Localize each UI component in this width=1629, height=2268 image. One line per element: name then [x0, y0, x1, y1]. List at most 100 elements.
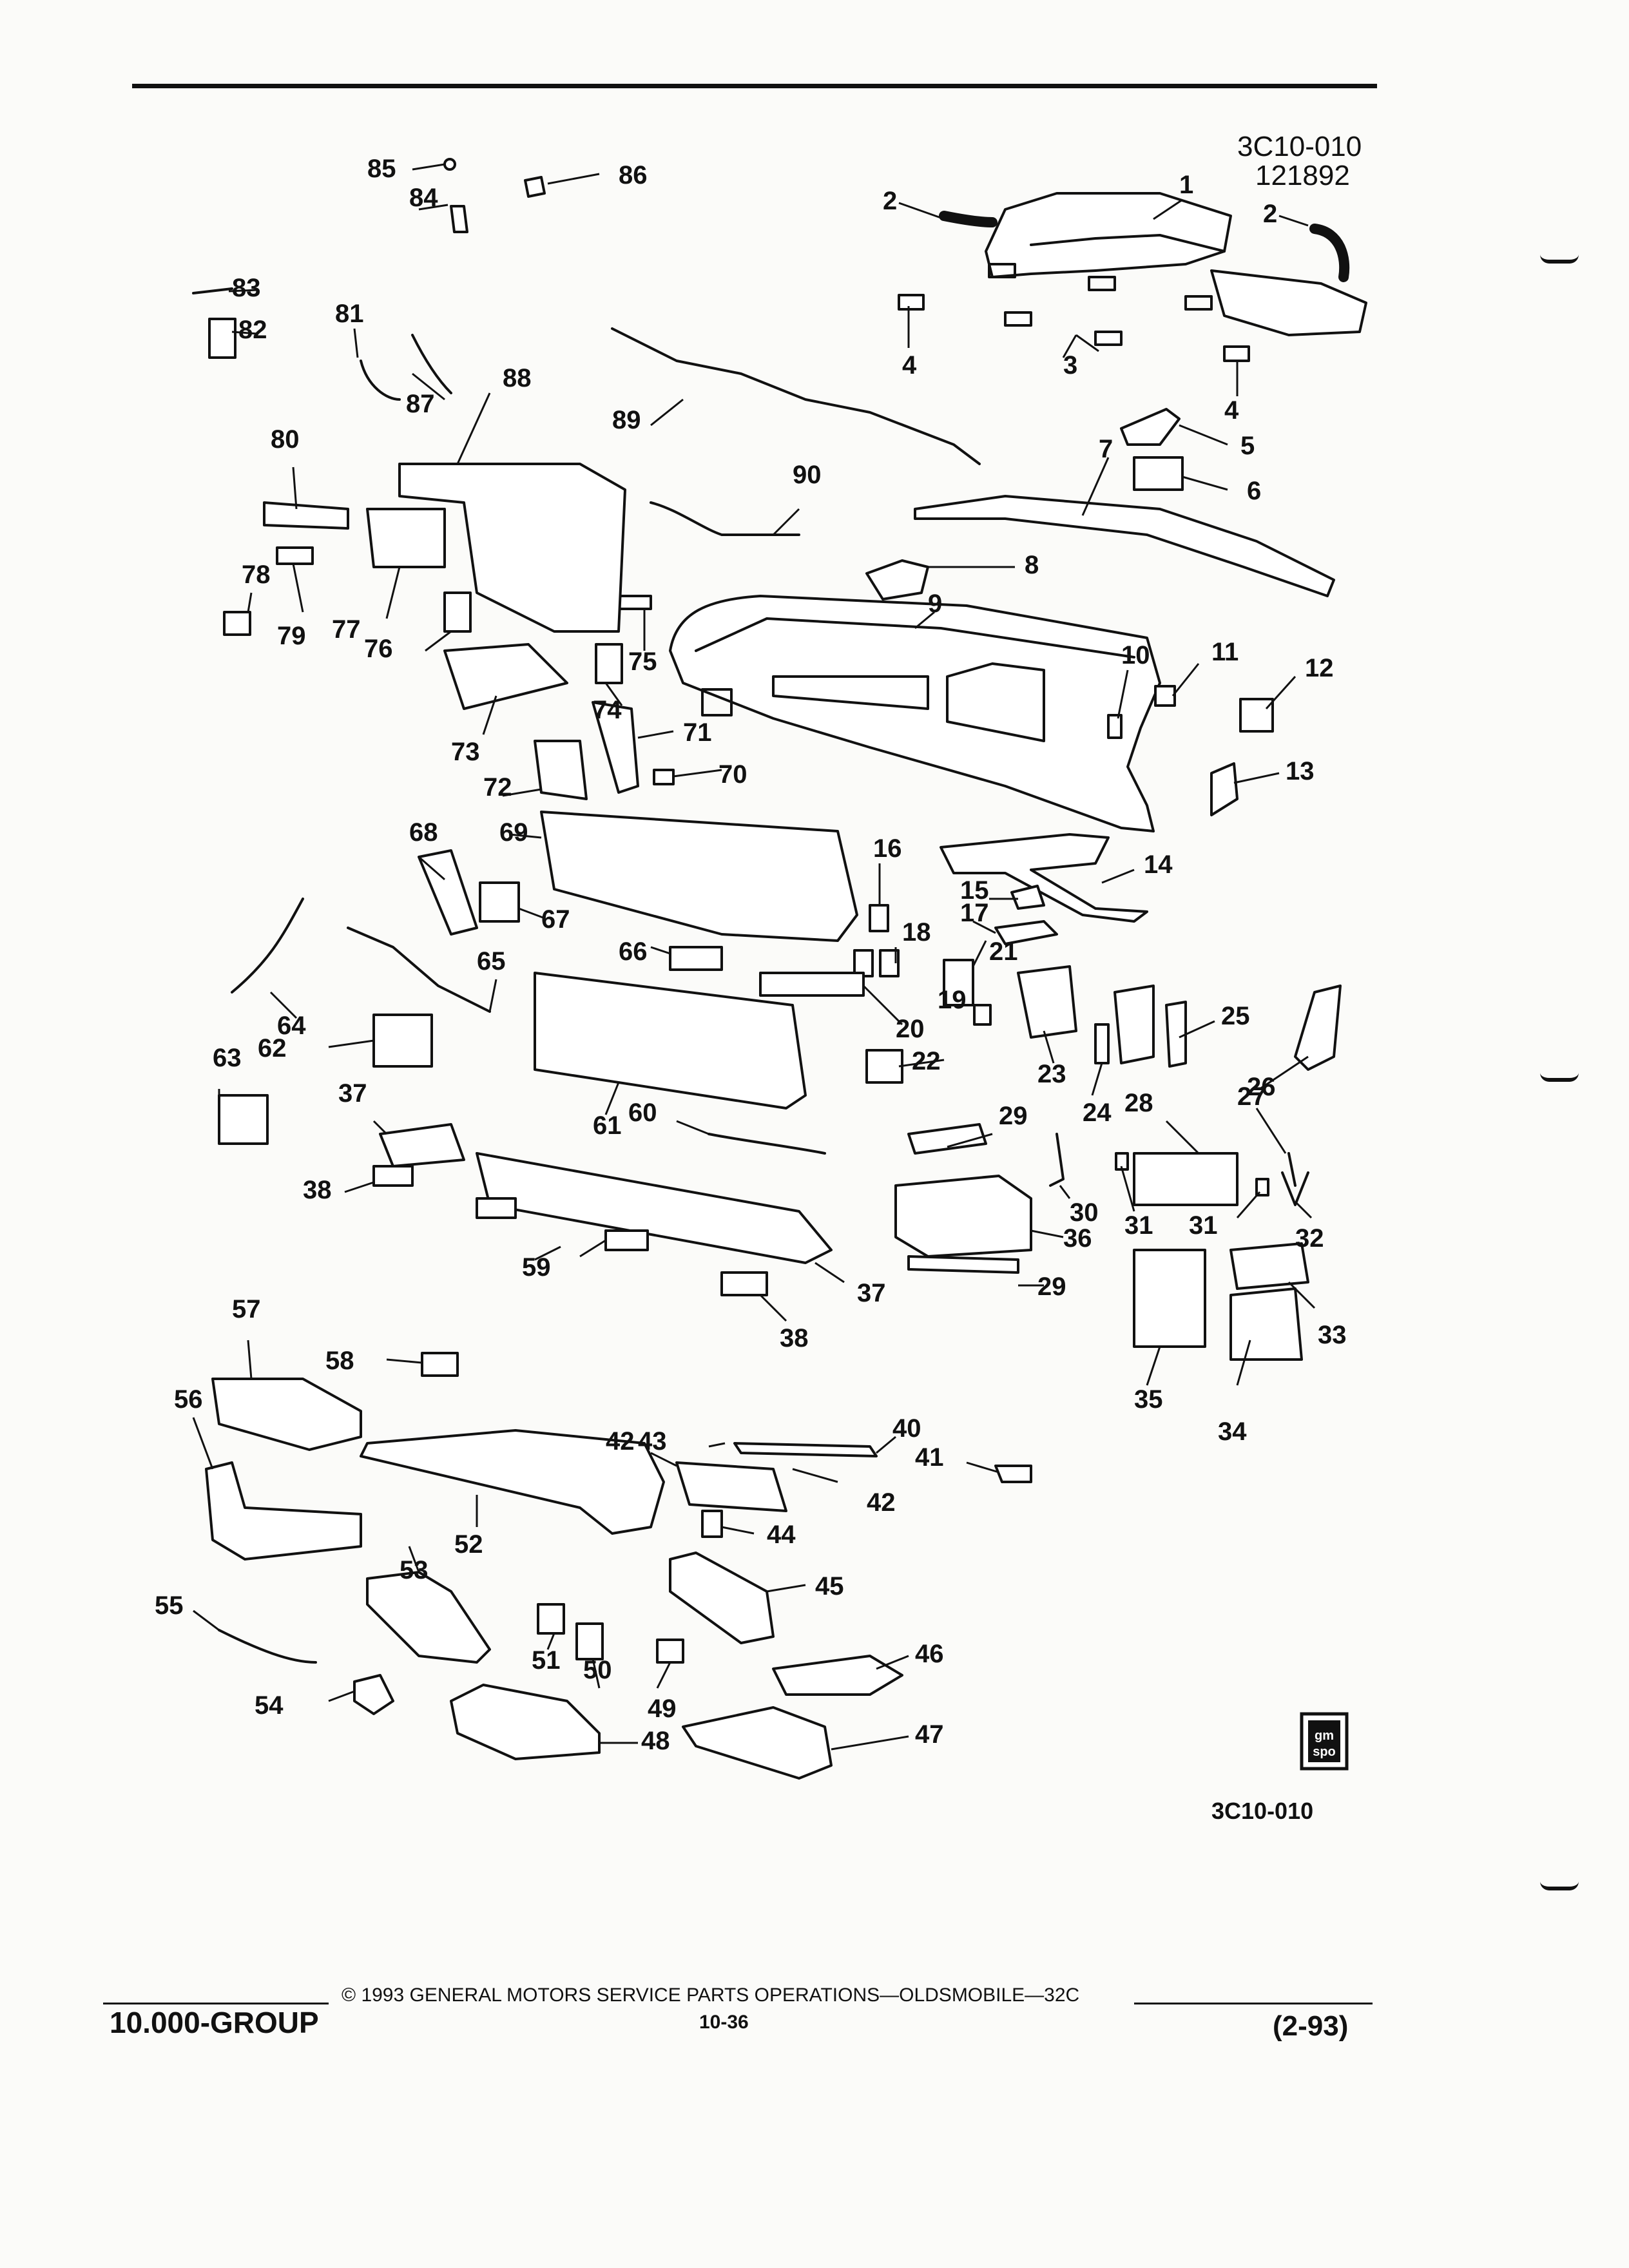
part-21-relay [865, 1049, 903, 1084]
part-57-panel [211, 1378, 362, 1451]
part-6-housing [1133, 456, 1184, 491]
callout-84: 84 [409, 184, 438, 212]
part-77-vent [366, 508, 446, 568]
part-33-cover [1229, 1242, 1309, 1290]
part-84-switch [450, 205, 468, 233]
callout-90: 90 [793, 461, 822, 489]
callout-38: 38 [303, 1176, 332, 1204]
callout-57: 57 [232, 1295, 261, 1323]
callout-10: 10 [1121, 641, 1150, 669]
callout-68: 68 [409, 818, 438, 847]
part-68-bracket [418, 849, 478, 936]
part-4-outlet [1223, 345, 1250, 362]
part-71-bracket [592, 701, 639, 794]
callout-29: 29 [999, 1102, 1028, 1130]
callout-2: 2 [883, 187, 897, 215]
part-47-tray [682, 1706, 833, 1780]
callout-51: 51 [532, 1646, 561, 1675]
callout-86: 86 [619, 161, 648, 189]
callout-44: 44 [767, 1521, 796, 1549]
part-44-latch [701, 1510, 723, 1538]
part-17-plate [994, 920, 1058, 945]
part-51-lighter [537, 1603, 565, 1635]
part-41-bracket [994, 1465, 1032, 1483]
callout-31: 31 [1124, 1211, 1153, 1240]
callout-48: 48 [641, 1727, 670, 1755]
callout-11: 11 [1211, 638, 1239, 666]
part-3-outlet [1094, 331, 1123, 346]
callout-29: 29 [1037, 1273, 1066, 1301]
part-31-clip [1255, 1178, 1269, 1196]
callout-3: 3 [1063, 351, 1077, 380]
callout-58: 58 [325, 1347, 354, 1375]
part-54-clip [353, 1674, 394, 1715]
part-40-strip [733, 1442, 878, 1457]
top-rule [132, 84, 1377, 88]
footer-group: 10.000-GROUP [110, 2006, 319, 2039]
part-23-bracket [1017, 965, 1077, 1039]
part-73-duct [443, 643, 568, 710]
callout-52: 52 [454, 1530, 483, 1559]
part-49-socket [656, 1639, 684, 1664]
callout-31: 31 [1189, 1211, 1218, 1240]
callout-35: 35 [1134, 1385, 1163, 1414]
part-25-relay-block [1113, 985, 1155, 1064]
callout-81: 81 [335, 300, 364, 328]
footer-page-number: 10-36 [699, 2012, 749, 2033]
part-87-cable [411, 334, 452, 394]
part-20-bracket [759, 972, 865, 997]
part-66-switch [669, 946, 723, 971]
part-7-defroster-panel [914, 495, 1335, 597]
part-30-bracket [1049, 1133, 1065, 1187]
callout-75: 75 [628, 648, 657, 676]
callout-66: 66 [619, 937, 648, 966]
part-34-bracket [1229, 1287, 1303, 1361]
part-16-switch [869, 904, 889, 932]
part-37-molding [476, 1152, 833, 1264]
part-64-cable [231, 898, 304, 994]
part-36-radio [894, 1175, 1032, 1258]
callout-9: 9 [928, 590, 942, 618]
part-25-relay [1165, 1001, 1187, 1068]
figure-code: 3C10-010 [1237, 131, 1362, 162]
part-5-bracket [1120, 408, 1181, 446]
callout-79: 79 [277, 622, 306, 650]
callout-67: 67 [541, 905, 570, 934]
callout-56: 56 [174, 1385, 203, 1414]
callout-33: 33 [1318, 1321, 1347, 1349]
callout-82: 82 [238, 316, 267, 344]
part-13-bracket [1210, 762, 1239, 816]
callout-41: 41 [915, 1443, 944, 1472]
part-55-cable [218, 1629, 317, 1664]
part-65-harness [347, 927, 491, 1013]
callout-23: 23 [1037, 1060, 1066, 1088]
callout-69: 69 [499, 818, 528, 847]
svg-text:gm: gm [1315, 1729, 1334, 1743]
binder-mark [1540, 255, 1579, 264]
part-79-lens [276, 546, 314, 565]
part-46-tray [772, 1655, 903, 1696]
callout-22: 22 [912, 1047, 941, 1075]
part-11-clip [1154, 685, 1176, 707]
part-89-harness [611, 327, 981, 465]
part-29-bracket [907, 1123, 987, 1155]
callout-73: 73 [451, 738, 480, 766]
callout-24: 24 [1083, 1099, 1112, 1127]
callout-42: 42 [606, 1427, 635, 1456]
callout-46: 46 [915, 1640, 944, 1668]
callout-47: 47 [915, 1720, 944, 1749]
leader-lines [192, 163, 1316, 1751]
callout-74: 74 [593, 696, 622, 724]
part-2-hose-right [1309, 224, 1350, 282]
callout-80: 80 [271, 425, 300, 454]
callout-76: 76 [364, 635, 393, 663]
callout-19: 19 [938, 986, 967, 1014]
part-52-panel [360, 1429, 665, 1535]
callout-13: 13 [1286, 757, 1315, 785]
footer-rule-right [1134, 2003, 1373, 2004]
binder-mark [1540, 1881, 1579, 1890]
figure-id-caption: 3C10-010 [1211, 1798, 1314, 1824]
callout-37: 37 [857, 1279, 886, 1307]
part-85-grommet [443, 158, 456, 171]
